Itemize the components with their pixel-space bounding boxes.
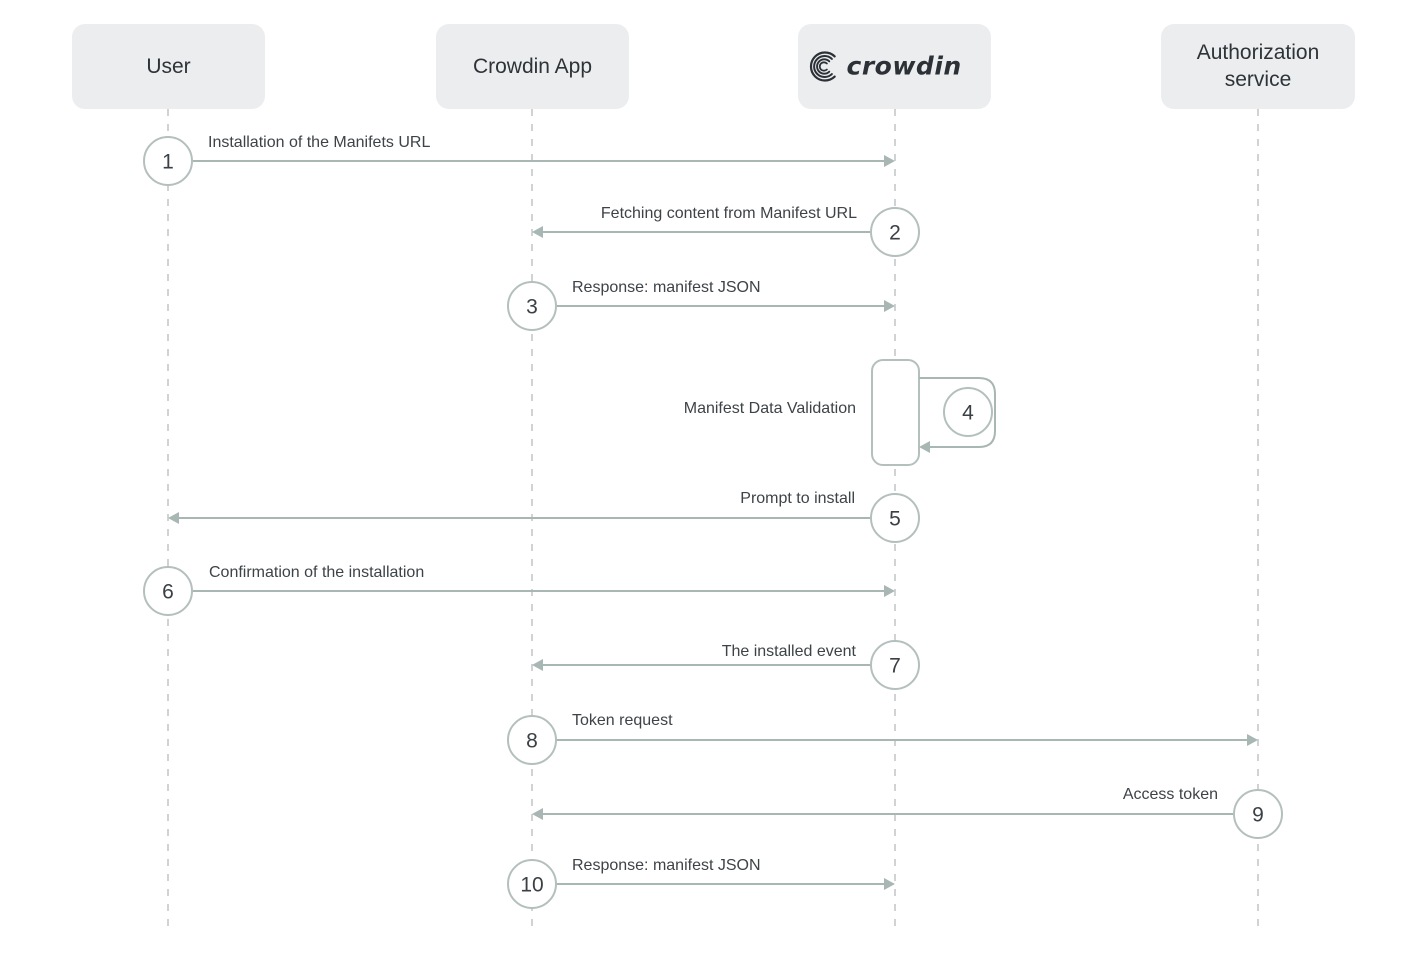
participant-box-crowdin — [798, 24, 991, 109]
step-badge-number-5: 5 — [889, 508, 901, 531]
message-1[interactable]: Installation of the Manifets URL — [192, 134, 895, 167]
message-3[interactable]: Response: manifest JSON — [556, 279, 895, 312]
message-5[interactable]: Prompt to install — [168, 490, 871, 524]
self-loop-line-4 — [919, 377, 996, 448]
participant-label-authorization-service-line2: service — [1225, 68, 1292, 91]
badges-layer: 1 2 3 4 5 6 7 8 9 10 — [143, 136, 1283, 909]
message-label-4: Manifest Data Validation — [684, 400, 856, 417]
message-label-3: Response: manifest JSON — [572, 279, 761, 296]
step-badge-circle-2 — [870, 207, 920, 257]
participant-box-authorization-service — [1161, 24, 1355, 109]
participant-box-user — [72, 24, 265, 109]
arrowhead-icon — [1247, 734, 1258, 746]
step-badge-2[interactable]: 2 — [870, 207, 920, 257]
arrowhead-icon — [532, 808, 543, 820]
message-6[interactable]: Confirmation of the installation — [192, 564, 895, 597]
message-label-6: Confirmation of the installation — [209, 564, 424, 581]
step-badge-number-7: 7 — [889, 655, 901, 678]
crowdin-logo-icon — [809, 51, 836, 82]
activation-box-4 — [871, 359, 920, 466]
step-badge-3[interactable]: 3 — [507, 281, 557, 331]
step-badge-circle-5 — [870, 493, 920, 543]
message-10[interactable]: Response: manifest JSON — [556, 857, 895, 890]
arrowhead-icon — [884, 878, 895, 890]
arrowhead-icon — [919, 441, 930, 453]
step-badge-circle-3 — [507, 281, 557, 331]
message-label-10: Response: manifest JSON — [572, 857, 761, 874]
message-9[interactable]: Access token — [532, 786, 1234, 820]
participant-authorization-service[interactable]: Authorization service — [1161, 24, 1355, 109]
message-label-5: Prompt to install — [740, 490, 855, 507]
step-badge-8[interactable]: 8 — [507, 715, 557, 765]
step-badge-circle-8 — [507, 715, 557, 765]
step-badge-10[interactable]: 10 — [507, 859, 557, 909]
step-badge-circle-6 — [143, 566, 193, 616]
step-badge-number-8: 8 — [526, 730, 538, 753]
messages-layer: Installation of the Manifets URL Fetching… — [168, 134, 1258, 890]
message-label-1: Installation of the Manifets URL — [208, 134, 430, 151]
step-badge-5[interactable]: 5 — [870, 493, 920, 543]
crowdin-wordmark: crowdin — [847, 52, 962, 81]
message-label-8: Token request — [572, 712, 673, 729]
step-badge-number-4: 4 — [962, 402, 974, 425]
participant-label-authorization-service-line1: Authorization — [1197, 41, 1320, 64]
message-2[interactable]: Fetching content from Manifest URL — [532, 205, 871, 238]
arrowhead-icon — [532, 226, 543, 238]
participant-user[interactable]: User — [72, 24, 265, 109]
message-label-7: The installed event — [722, 643, 857, 660]
message-8[interactable]: Token request — [556, 712, 1258, 746]
step-badge-1[interactable]: 1 — [143, 136, 193, 186]
step-badge-circle-1 — [143, 136, 193, 186]
arrowhead-icon — [532, 659, 543, 671]
participant-crowdin[interactable]: crowdin — [798, 24, 991, 109]
participant-box-crowdin-app — [436, 24, 629, 109]
step-badge-number-2: 2 — [889, 222, 901, 245]
step-badge-circle-4 — [943, 387, 993, 437]
participants-layer: User Crowdin App crowdin Authorization servi… — [72, 24, 1355, 109]
participant-label-user: User — [146, 55, 190, 78]
participant-crowdin-app[interactable]: Crowdin App — [436, 24, 629, 109]
step-badge-6[interactable]: 6 — [143, 566, 193, 616]
step-badge-9[interactable]: 9 — [1233, 789, 1283, 839]
step-badge-number-9: 9 — [1252, 804, 1264, 827]
step-badge-7[interactable]: 7 — [870, 640, 920, 690]
step-badge-circle-7 — [870, 640, 920, 690]
step-badge-number-10: 10 — [520, 874, 543, 897]
message-label-2: Fetching content from Manifest URL — [601, 205, 857, 222]
step-badge-circle-10 — [507, 859, 557, 909]
arrowhead-icon — [884, 300, 895, 312]
step-badge-number-3: 3 — [526, 296, 538, 319]
arrowhead-icon — [884, 155, 895, 167]
step-badge-4[interactable]: 4 — [943, 387, 993, 437]
step-badge-circle-9 — [1233, 789, 1283, 839]
arrowhead-icon — [168, 512, 179, 524]
participant-label-crowdin-app: Crowdin App — [473, 55, 592, 78]
message-label-9: Access token — [1123, 786, 1218, 803]
step-badge-number-6: 6 — [162, 581, 174, 604]
message-7[interactable]: The installed event — [532, 643, 871, 671]
arrowhead-icon — [884, 585, 895, 597]
message-4[interactable]: Manifest Data Validation — [684, 359, 996, 466]
step-badge-number-1: 1 — [162, 151, 174, 174]
